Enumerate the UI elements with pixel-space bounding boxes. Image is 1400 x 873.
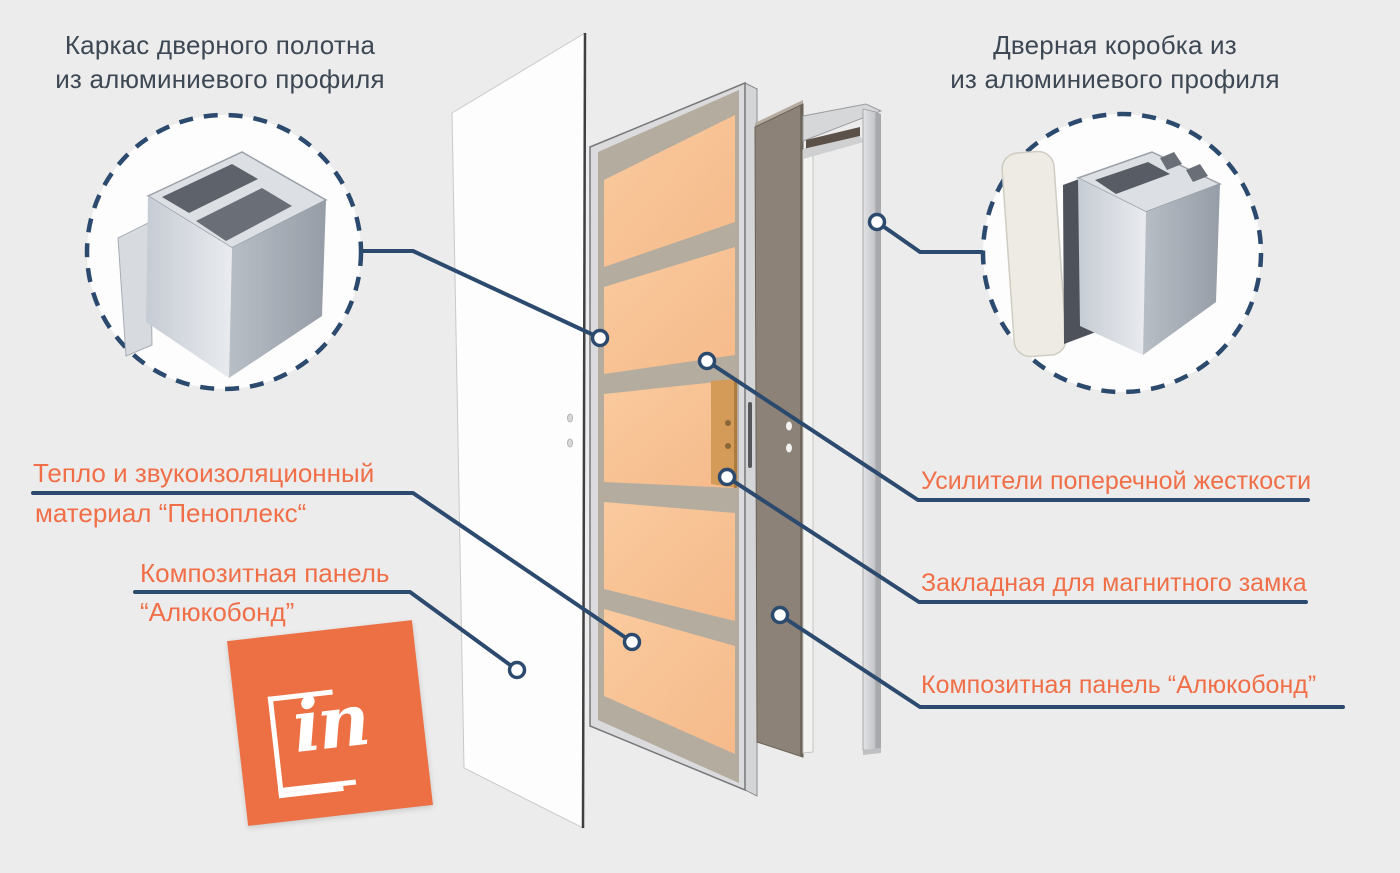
insulation-panel bbox=[604, 502, 735, 621]
callout-title-line: Каркас дверного полотна bbox=[64, 30, 376, 60]
insulation-panel bbox=[604, 247, 735, 374]
frame-right-stile bbox=[862, 108, 877, 751]
label-composite-right: Композитная панель “Алюкобонд” bbox=[921, 671, 1317, 699]
door-handle-groove bbox=[748, 402, 752, 468]
callout-title-door-leaf-frame: Каркас дверного полотна из алюминиевого … bbox=[30, 28, 410, 96]
panel-hole bbox=[567, 413, 573, 423]
label-insulation-line1: Тепло и звукоизоляционный bbox=[33, 458, 375, 488]
panel-hole bbox=[567, 438, 573, 448]
leader-dot bbox=[770, 605, 790, 625]
frame-left-jamb bbox=[802, 144, 814, 754]
wood-block-hole bbox=[725, 420, 731, 426]
leader-dot bbox=[867, 212, 887, 232]
leader-composite-right bbox=[778, 613, 1345, 709]
frame-stile-bottom-face bbox=[863, 748, 881, 755]
leader-magnet-plate bbox=[725, 475, 1308, 604]
frame-right-stile-shadow bbox=[876, 112, 881, 750]
aluminum-profile-illustration bbox=[117, 151, 328, 378]
leader-frame-of-leaf bbox=[361, 249, 602, 340]
frame-header bbox=[802, 103, 883, 142]
leader-insulation bbox=[31, 491, 634, 644]
rear-panel-hole bbox=[786, 443, 792, 453]
callout-title-line: из алюминиевого профиля bbox=[950, 64, 1280, 94]
leader-dot bbox=[697, 351, 717, 371]
leader-dot bbox=[622, 632, 642, 652]
frame-header-rebate bbox=[806, 127, 860, 149]
aluminum-door-frame bbox=[802, 103, 883, 755]
rear-composite-panel bbox=[754, 100, 804, 758]
leader-lines bbox=[31, 220, 1345, 709]
leader-dots bbox=[507, 212, 887, 680]
insulation-panel bbox=[604, 380, 735, 488]
label-composite-left-line2: “Алюкобонд” bbox=[140, 597, 295, 627]
leader-dot bbox=[590, 328, 610, 348]
callout-circle-left bbox=[84, 112, 364, 392]
label-magnet-plate: Закладная для магнитного замка bbox=[921, 569, 1307, 597]
label-insulation-line2: материал “Пеноплекс“ bbox=[35, 498, 307, 528]
rear-panel-hole bbox=[786, 421, 792, 431]
callout-circle-right bbox=[980, 111, 1264, 395]
leader-dot bbox=[717, 467, 737, 487]
label-stiffeners: Усилители поперечной жесткости bbox=[921, 467, 1312, 495]
door-leaf bbox=[588, 81, 759, 797]
wood-block-hole bbox=[725, 443, 731, 449]
white-panel-face bbox=[451, 32, 586, 829]
white-composite-panel bbox=[451, 32, 587, 829]
leader-composite-left bbox=[133, 590, 519, 672]
leader-stiffeners bbox=[705, 359, 1310, 502]
magnet-lock-wood-block bbox=[711, 379, 737, 488]
brand-logo: in bbox=[227, 620, 433, 826]
callout-title-line: Дверная коробка из bbox=[993, 30, 1237, 60]
leader-dot bbox=[507, 660, 527, 680]
white-panel-edge bbox=[581, 32, 587, 829]
frame-profile-illustration bbox=[1001, 150, 1222, 358]
logo-text: in bbox=[288, 676, 372, 769]
label-composite-left-line1: Композитная панель bbox=[140, 558, 390, 588]
insulation-panel bbox=[604, 115, 735, 267]
frame-header-underside bbox=[803, 136, 864, 159]
callout-title-line: из алюминиевого профиля bbox=[55, 64, 385, 94]
callout-title-door-frame: Дверная коробка из из алюминиевого профи… bbox=[920, 28, 1310, 96]
leader-door-frame bbox=[875, 220, 984, 254]
rear-panel-face bbox=[754, 103, 804, 758]
